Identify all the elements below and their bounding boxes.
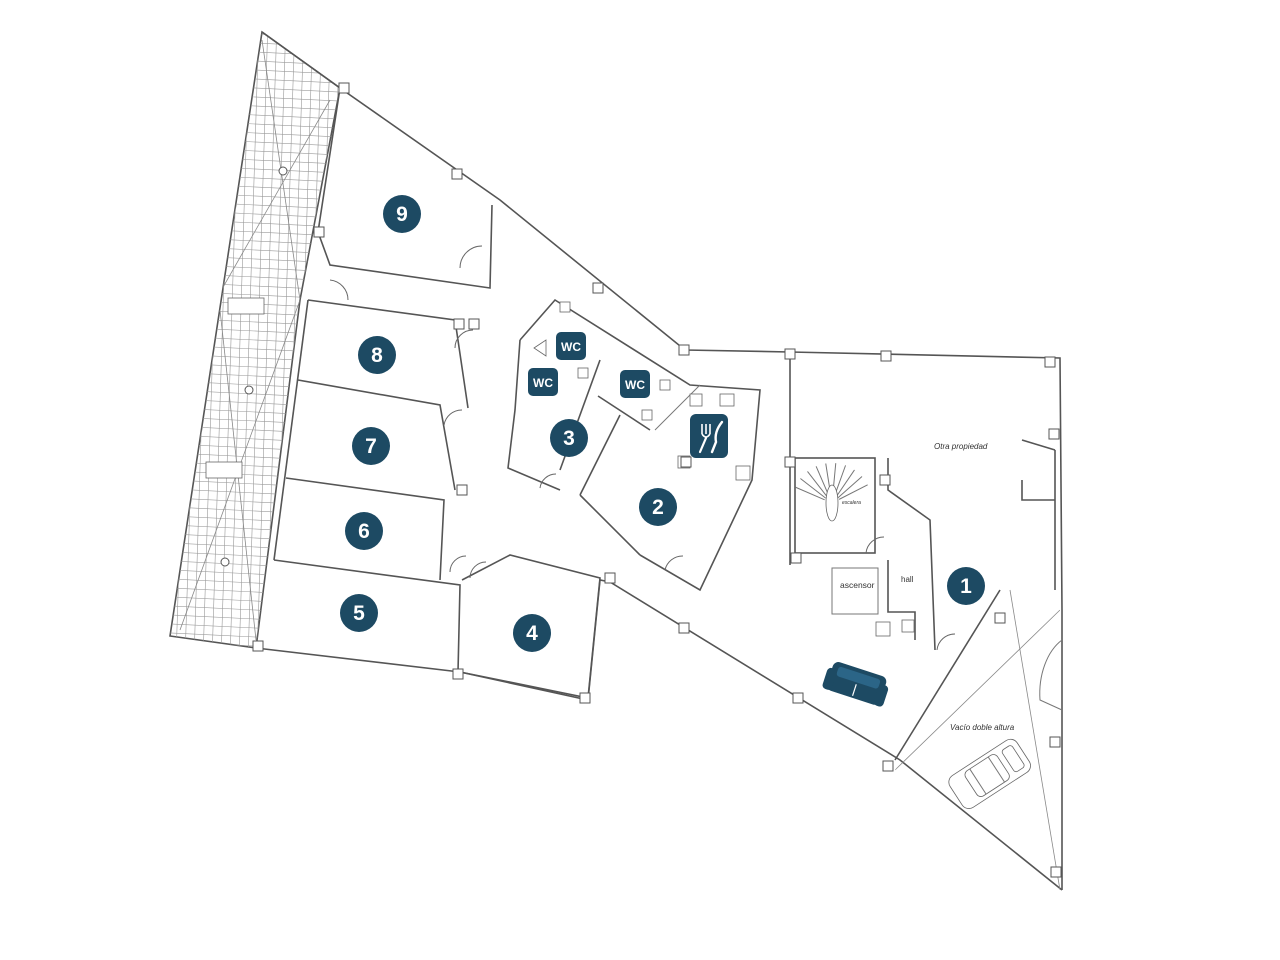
- pillar: [468, 318, 480, 330]
- room-marker-2[interactable]: 2: [639, 488, 677, 526]
- room-number-4: 4: [526, 622, 538, 645]
- pillar: [784, 348, 796, 360]
- pillar: [452, 668, 464, 680]
- west-rooms-walls: [273, 279, 474, 673]
- fork-knife-icon: [690, 414, 728, 458]
- pillar: [313, 226, 325, 238]
- pillar: [338, 82, 350, 94]
- pillar: [456, 484, 468, 496]
- room-number-8: 8: [371, 344, 383, 367]
- pillar: [784, 456, 796, 468]
- room-number-6: 6: [358, 520, 370, 543]
- east-area-walls: [789, 352, 1056, 761]
- room-marker-5[interactable]: 5: [340, 594, 378, 632]
- room-4-walls: [459, 554, 601, 699]
- double-height-void: [895, 589, 1063, 890]
- pillar: [252, 640, 264, 652]
- room-marker-8[interactable]: 8: [358, 336, 396, 374]
- sofa-icon: [822, 662, 889, 707]
- pillar: [792, 692, 804, 704]
- wc-badge-label: WC: [625, 378, 645, 392]
- wc-badge-label: WC: [533, 376, 553, 390]
- pillar: [1050, 866, 1062, 878]
- pillar: [678, 344, 690, 356]
- room-marker-3[interactable]: 3: [550, 419, 588, 457]
- terrace-strip: [169, 30, 341, 649]
- room-marker-9[interactable]: 9: [383, 195, 421, 233]
- pillar: [882, 760, 894, 772]
- pillar: [1049, 736, 1061, 748]
- room-number-5: 5: [353, 602, 365, 625]
- room-9-walls: [317, 87, 493, 289]
- pillar: [879, 474, 891, 486]
- pillar: [451, 168, 463, 180]
- car-icon: [948, 738, 1031, 809]
- wc-badge-label: WC: [561, 340, 581, 354]
- pillar: [790, 552, 802, 564]
- room-marker-6[interactable]: 6: [345, 512, 383, 550]
- double-height-label: Vacío doble altura: [950, 723, 1015, 732]
- pillar: [453, 318, 465, 330]
- pillar: [604, 572, 616, 584]
- room-number-2: 2: [652, 496, 664, 519]
- pillar: [680, 456, 692, 468]
- pillar: [1048, 428, 1060, 440]
- hall-label: hall: [901, 575, 914, 584]
- room-number-9: 9: [396, 203, 408, 226]
- pillar: [579, 692, 591, 704]
- room-marker-4[interactable]: 4: [513, 614, 551, 652]
- other-property-label: Otra propiedad: [934, 442, 988, 451]
- pillar: [994, 612, 1006, 624]
- room-number-1: 1: [960, 575, 972, 598]
- wc-badge-2: WC: [528, 368, 558, 396]
- wc-badge-1: WC: [556, 332, 586, 360]
- room-number-7: 7: [365, 435, 377, 458]
- room-marker-1[interactable]: 1: [947, 567, 985, 605]
- pillar: [592, 282, 604, 294]
- central-block-walls: [507, 298, 761, 592]
- pillars: [252, 82, 1062, 878]
- stairs-label: escalera: [842, 500, 861, 506]
- elevator-label: ascensor: [840, 580, 875, 590]
- wc-badge-3: WC: [620, 370, 650, 398]
- pillar: [880, 350, 892, 362]
- pillar: [678, 622, 690, 634]
- room-number-3: 3: [563, 427, 575, 450]
- room-marker-7[interactable]: 7: [352, 427, 390, 465]
- pillar: [1044, 356, 1056, 368]
